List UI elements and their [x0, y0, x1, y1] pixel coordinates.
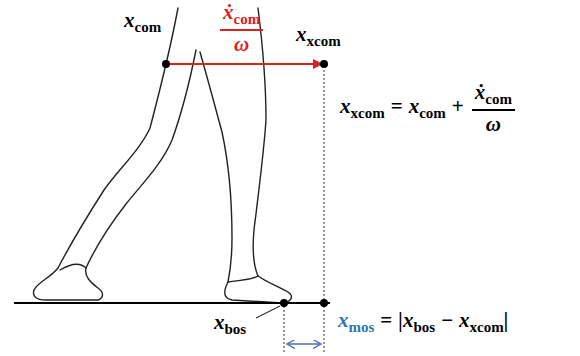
velocity-arrow	[166, 63, 322, 65]
bos-dot	[280, 299, 288, 307]
math-symbol: x	[409, 94, 420, 118]
xcom-ground-dot	[320, 299, 328, 307]
math-symbol: ω	[234, 32, 249, 56]
math-symbol: x	[340, 94, 351, 118]
math-operator: −	[441, 308, 453, 332]
math-symbol: x	[403, 308, 414, 332]
xcom-dot	[320, 60, 328, 68]
math-symbol: x	[338, 308, 349, 332]
math-operator: =	[380, 308, 392, 332]
math-operator: =	[391, 94, 403, 118]
legs-drawing	[34, 8, 292, 303]
subscript: xcom	[307, 33, 341, 49]
math-symbol: x	[296, 22, 307, 46]
numerator: ẋcom	[472, 80, 515, 111]
math-symbol: x	[214, 310, 225, 334]
subscript: com	[485, 91, 512, 107]
com-dot	[162, 60, 170, 68]
math-symbol: ẋ	[223, 0, 234, 24]
subscript: com	[234, 11, 261, 27]
formula: xxcom	[296, 22, 341, 50]
denominator: ω	[483, 111, 504, 137]
subscript: mos	[349, 319, 375, 335]
formula: xmos=|xbos−xxcom|	[338, 308, 508, 336]
math-operator: +	[452, 94, 464, 118]
subscript: bos	[413, 319, 435, 335]
subscript: xcom	[470, 319, 504, 335]
denominator: ω	[231, 31, 252, 57]
mos-arrow	[287, 343, 321, 344]
bos-guide	[284, 306, 285, 352]
numerator: ẋcom	[220, 0, 263, 31]
xcom-guide	[324, 66, 325, 352]
subscript: xcom	[351, 105, 385, 121]
math-symbol: x	[459, 308, 470, 332]
math-symbol: ω	[486, 112, 501, 136]
subscript: bos	[225, 321, 247, 337]
fraction: ẋcomω	[220, 0, 263, 57]
bos-leader	[256, 306, 280, 318]
subscript: com	[419, 105, 446, 121]
math-symbol: |	[398, 308, 403, 332]
formula: xxcom=xcom+ẋcomω	[340, 80, 517, 137]
formula: xcom	[124, 8, 161, 36]
math-symbol: x	[124, 8, 135, 32]
math-symbol: |	[504, 308, 509, 332]
subscript: com	[135, 19, 162, 35]
formula: ẋcomω	[218, 0, 265, 57]
fraction: ẋcomω	[472, 80, 515, 137]
formula: xbos	[214, 310, 246, 338]
math-symbol: ẋ	[475, 80, 486, 104]
